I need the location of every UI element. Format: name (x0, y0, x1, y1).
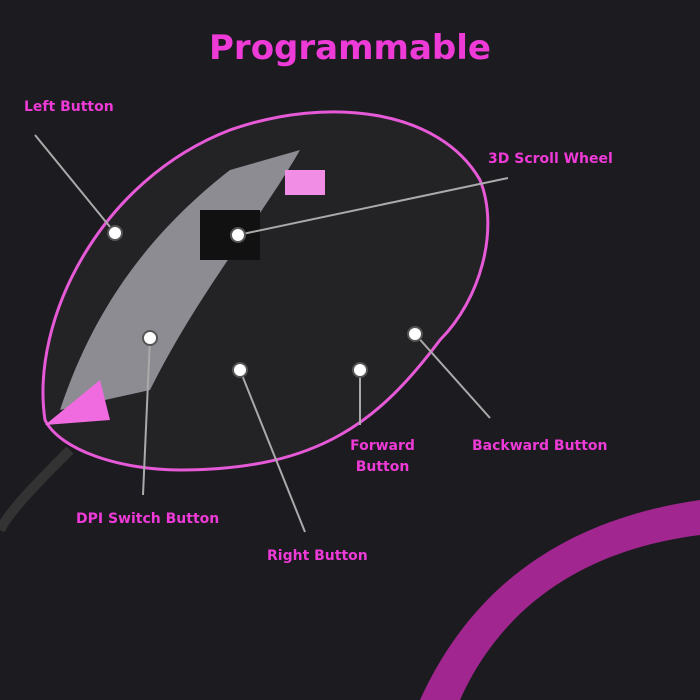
side-led (45, 380, 110, 425)
cable-swoosh (420, 500, 700, 700)
callout-dots (107, 225, 423, 378)
label-forward-button: Forward Button (350, 438, 415, 475)
label-dpi-switch: DPI Switch Button (76, 511, 220, 527)
label-left-button: Left Button (24, 99, 114, 115)
label-scroll-wheel: 3D Scroll Wheel (488, 151, 613, 167)
label-backward-button: Backward Button (472, 438, 608, 454)
label-right-button: Right Button (267, 548, 368, 564)
mouse-cable (0, 446, 74, 533)
top-led (285, 170, 325, 195)
page-title: Programmable (209, 28, 491, 68)
callout-lines (34, 134, 509, 533)
